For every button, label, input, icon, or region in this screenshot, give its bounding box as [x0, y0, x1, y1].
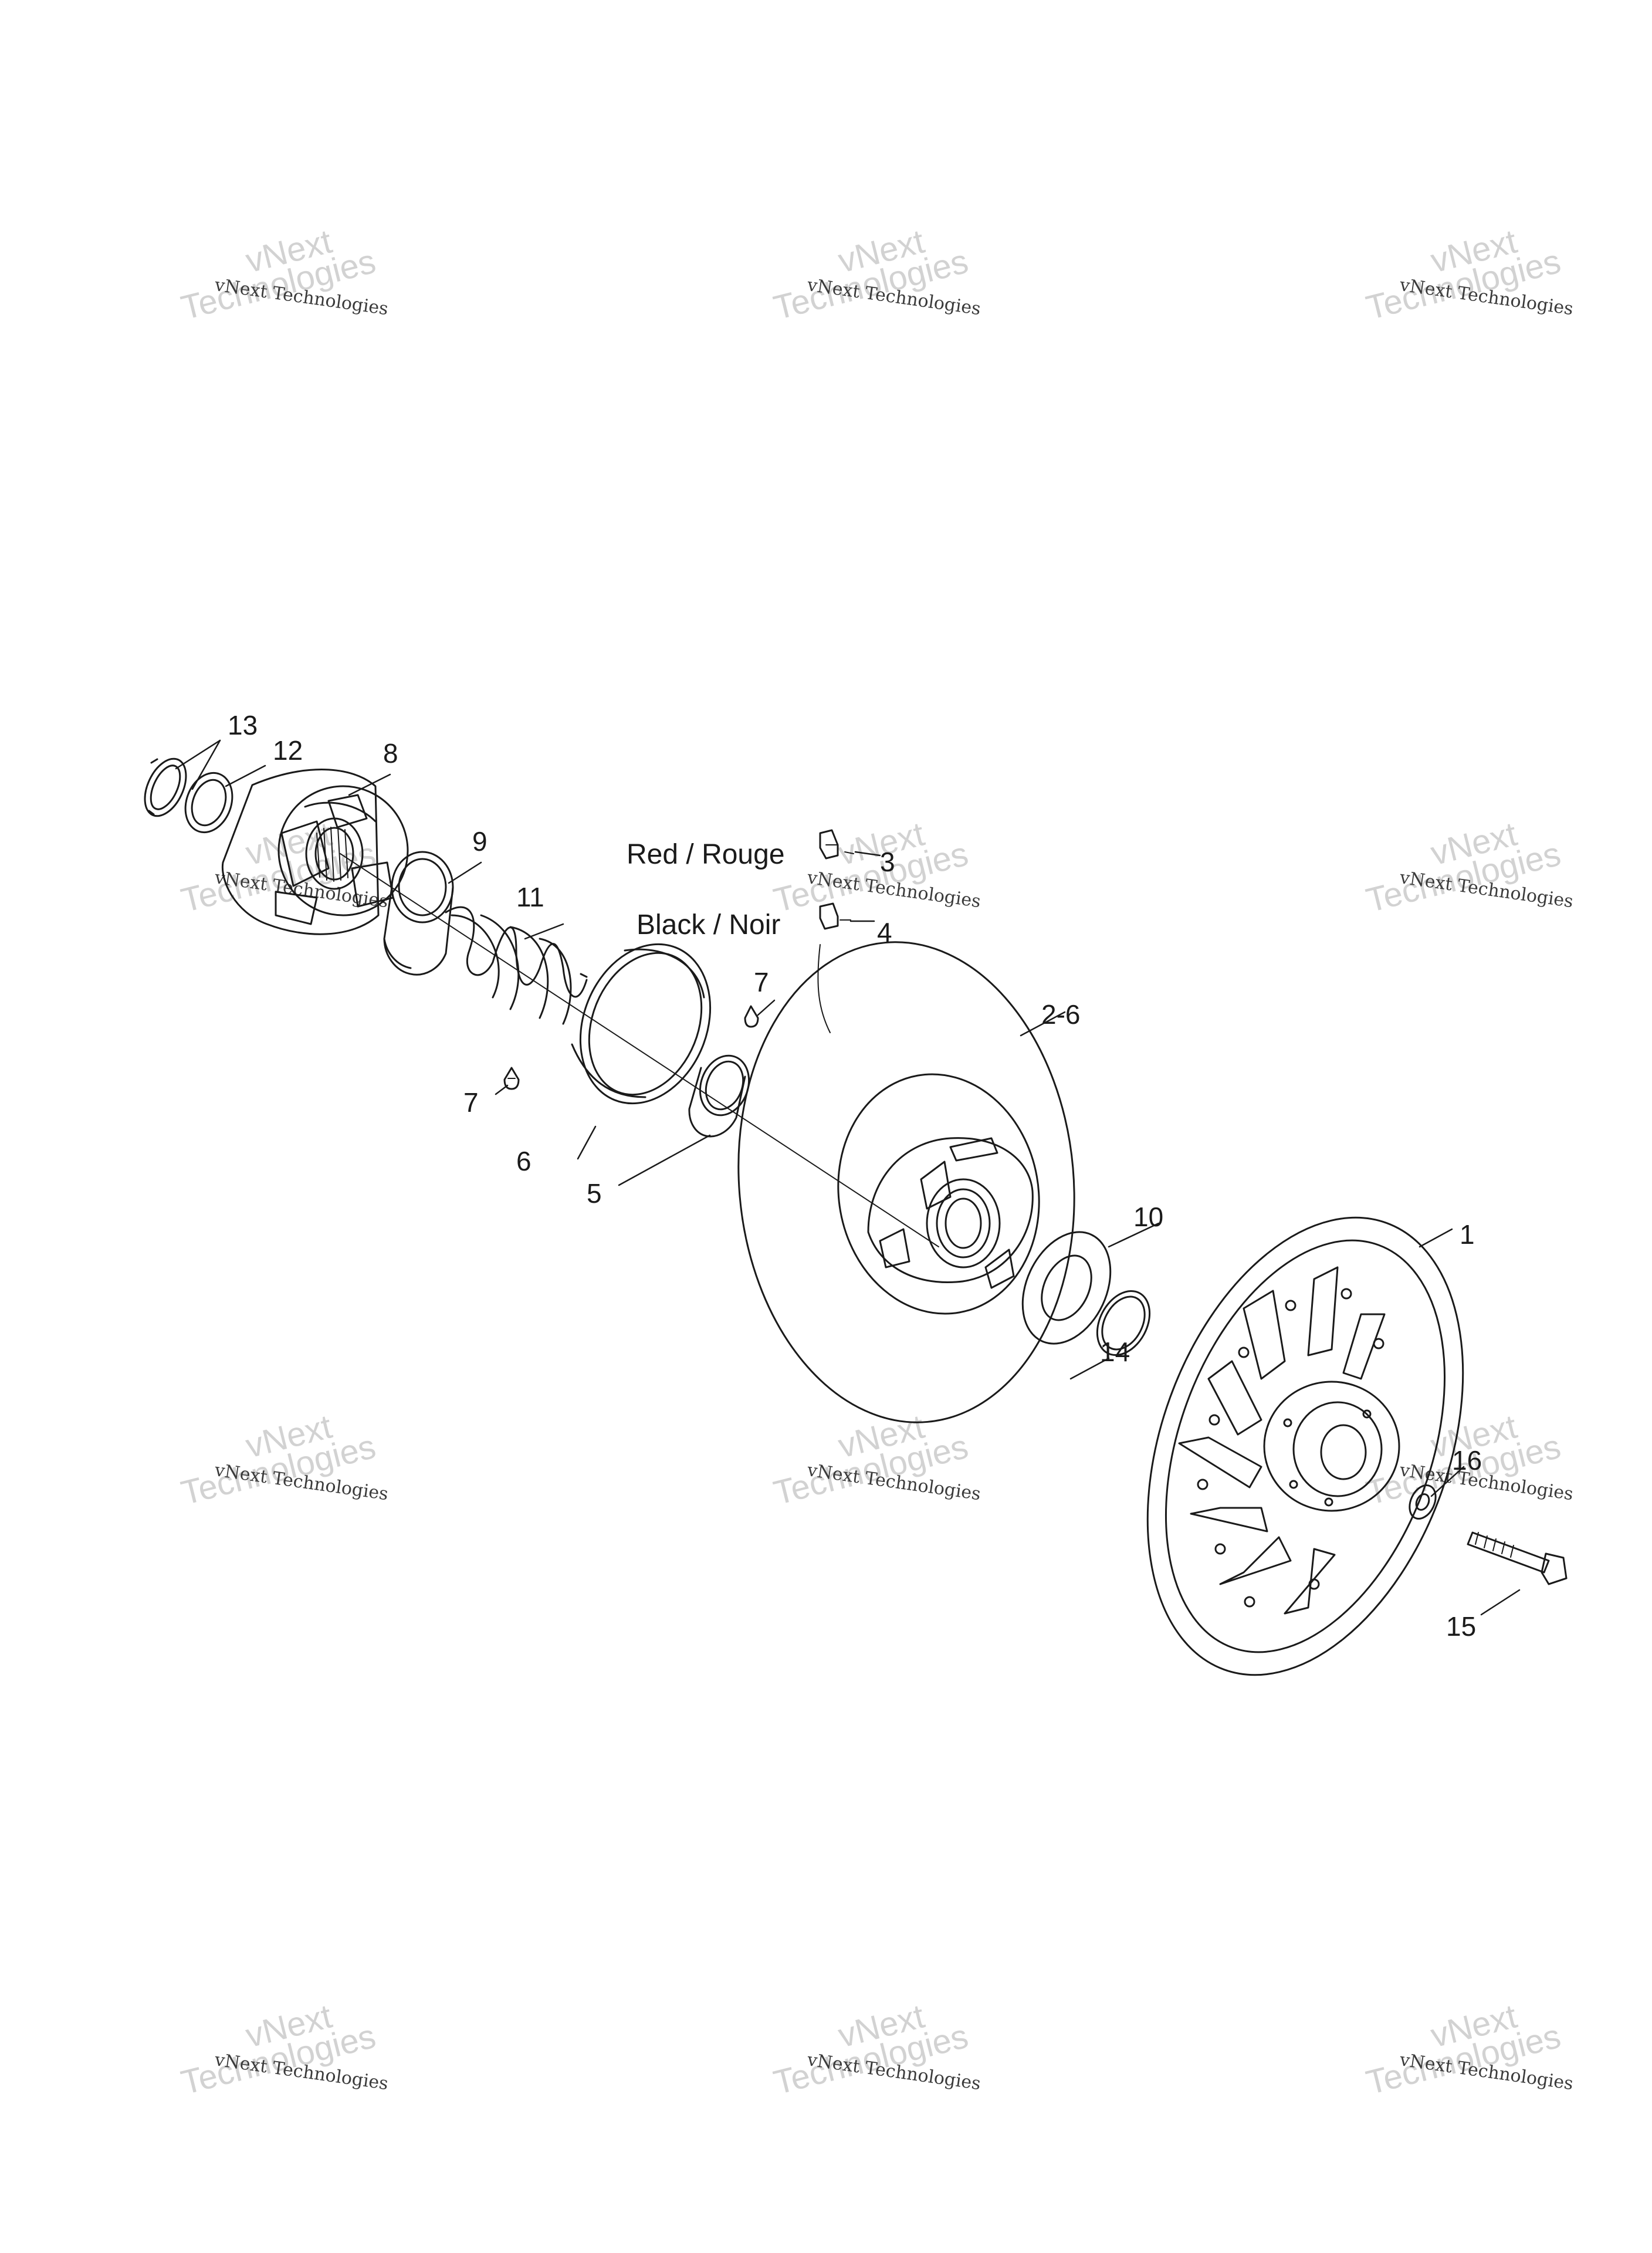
callout-5: 5	[587, 1178, 602, 1209]
callout-10: 10	[1133, 1202, 1163, 1232]
callout-16: 16	[1452, 1445, 1482, 1476]
cam-part	[221, 769, 409, 935]
callout-6: 6	[516, 1146, 532, 1176]
leader-lines	[175, 739, 1521, 1616]
callout-3: 3	[880, 847, 895, 877]
callout-4: 4	[877, 917, 892, 948]
washer-part-10	[1021, 1231, 1112, 1345]
washer-part-16	[1409, 1484, 1437, 1520]
bolt-part	[1467, 1531, 1568, 1585]
grease-part-7a	[503, 1067, 520, 1090]
callout-7b: 7	[463, 1087, 479, 1118]
slider-shoe-red-part	[819, 829, 854, 860]
washer-part-12	[184, 772, 233, 834]
fixed-sheave-part	[1146, 1216, 1464, 1676]
callout-11: 11	[516, 882, 544, 912]
callout-14: 14	[1100, 1337, 1130, 1367]
callout-7a: 7	[754, 967, 769, 997]
callout-12: 12	[273, 735, 303, 766]
washer-part-14	[1096, 1290, 1151, 1356]
ramp-ring-part	[571, 943, 712, 1105]
spring-part	[445, 906, 588, 1025]
slider-shoe-black-part	[819, 902, 851, 930]
callout-13: 13	[228, 710, 258, 740]
sliding-sheave-part	[737, 941, 1075, 1423]
retaining-ring-part	[144, 757, 187, 817]
grease-part-7b	[744, 1005, 759, 1028]
callout-9: 9	[472, 826, 488, 857]
callout-1: 1	[1460, 1219, 1475, 1250]
label-black-noir: Black / Noir	[637, 909, 780, 941]
callout-8: 8	[383, 738, 398, 769]
callout-2-6: 2-6	[1041, 999, 1080, 1030]
sleeve-part	[383, 851, 454, 976]
label-red-rouge: Red / Rouge	[627, 839, 785, 870]
callout-15: 15	[1446, 1611, 1476, 1642]
